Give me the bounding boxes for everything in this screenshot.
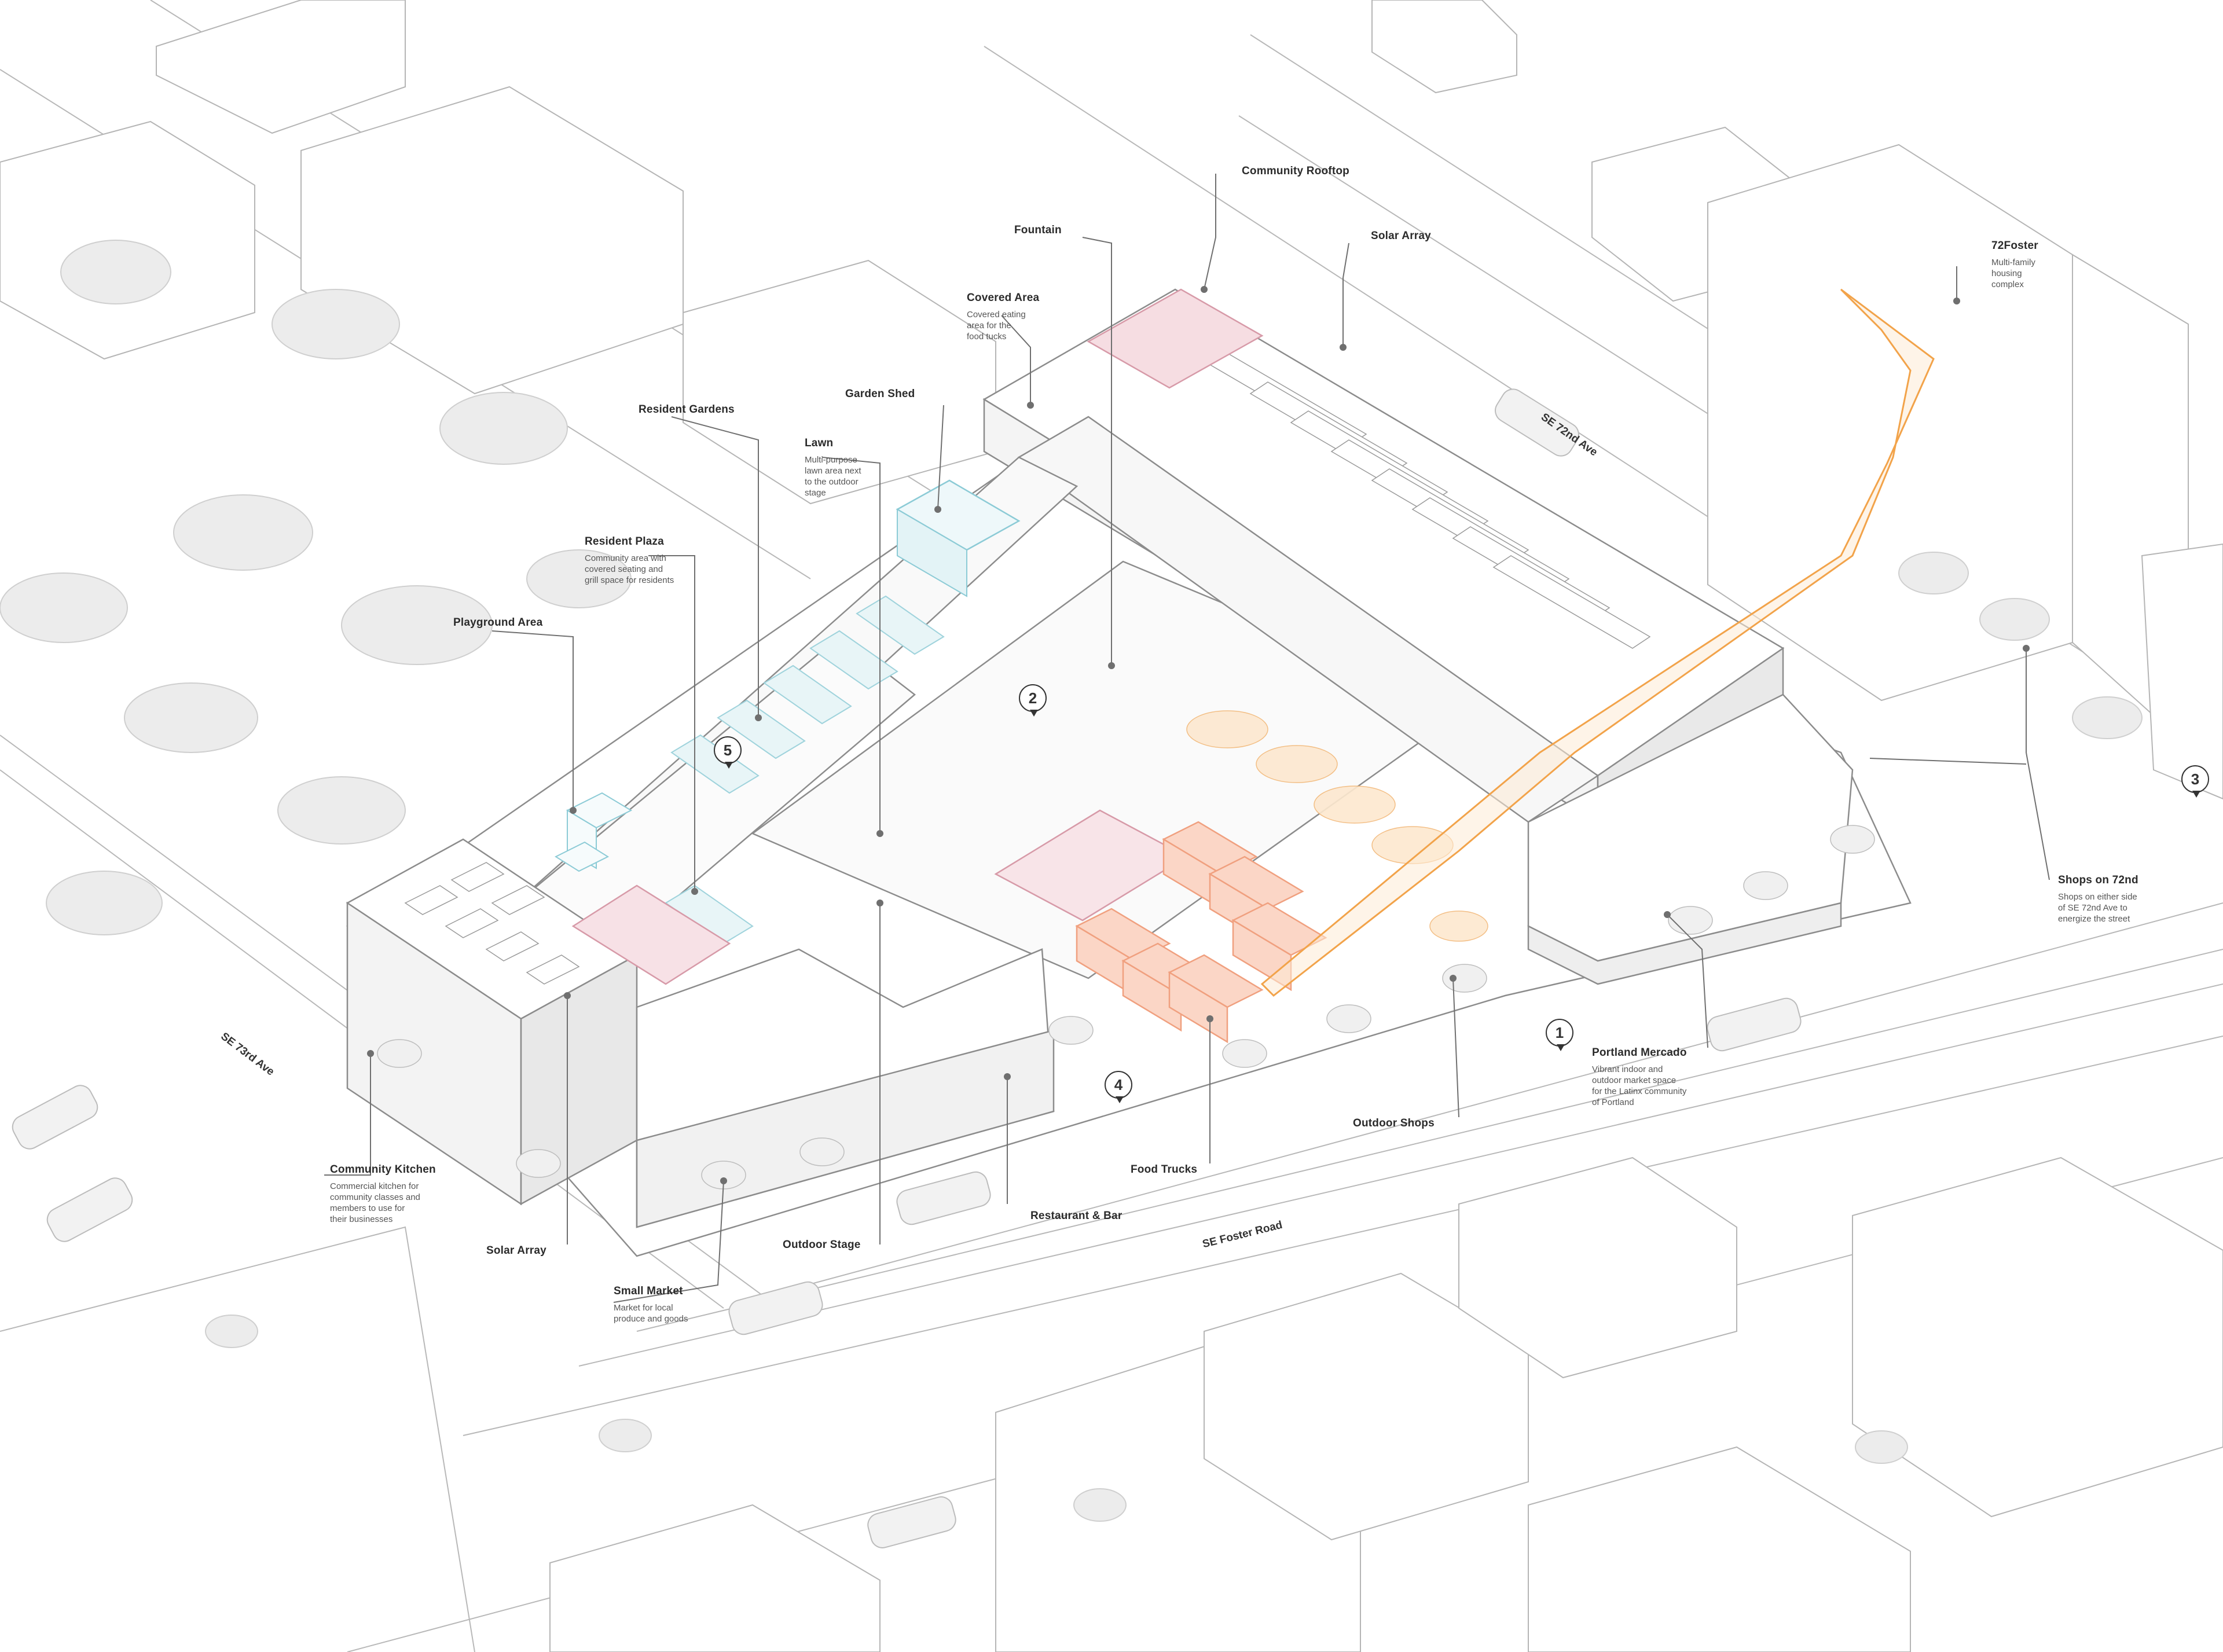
label-title: Food Trucks (1131, 1163, 1198, 1176)
playground-structure (554, 792, 633, 872)
label-food-trucks: Food Trucks (1131, 1163, 1197, 1176)
desc-line: lawn area next (805, 466, 861, 476)
label-desc: Covered eating area for the food tucks (967, 309, 1039, 342)
outdoor-shop-canopies (1186, 710, 1488, 942)
label-outdoor-stage: Outdoor Stage (783, 1239, 861, 1251)
label-restaurant-bar: Restaurant & Bar (1030, 1210, 1122, 1223)
desc-line: area for the (967, 321, 1011, 331)
desc-line: produce and goods (614, 1314, 688, 1324)
label-lawn: Lawn Multi-purpose lawn area next to the… (805, 437, 861, 498)
context-cars (12, 388, 1857, 1548)
desc-line: to the outdoor (805, 477, 859, 487)
desc-line: Covered eating (967, 310, 1026, 320)
desc-line: Vibrant indoor and (1592, 1064, 1663, 1074)
desc-line: covered seating and (585, 564, 663, 574)
label-title: Lawn (805, 437, 834, 449)
label-resident-plaza: Resident Plaza Community area with cover… (585, 535, 674, 586)
label-desc: Community area with covered seating and … (585, 553, 674, 586)
label-desc: Market for local produce and goods (614, 1302, 688, 1324)
desc-line: grill space for residents (585, 575, 674, 585)
resident-plaza-pergola (571, 884, 731, 985)
desc-line: Multi-family (1991, 258, 2035, 267)
marker-2: 2 (1019, 684, 1047, 717)
label-title: Portland Mercado (1592, 1047, 1687, 1059)
marker-3: 3 (2181, 765, 2209, 798)
label-small-market: Small Market Market for local produce an… (614, 1285, 688, 1324)
label-title: Resident Plaza (585, 535, 664, 548)
label-desc: Multi-family housing complex (1991, 257, 2038, 290)
desc-line: Commercial kitchen for (330, 1181, 419, 1191)
label-community-rooftop: Community Rooftop (1242, 165, 1349, 178)
leader-lines (324, 174, 2050, 1303)
label-title: 72Foster (1991, 240, 2038, 252)
label-solar-array-bottom: Solar Array (486, 1244, 546, 1257)
desc-line: Community area with (585, 553, 666, 563)
desc-line: for the Latinx community (1592, 1086, 1687, 1096)
resident-garden-beds (665, 595, 945, 945)
label-title: Outdoor Shops (1353, 1117, 1435, 1129)
label-title: Fountain (1014, 224, 1062, 236)
leader-dots (367, 286, 2030, 1184)
label-title: Garden Shed (845, 388, 915, 400)
desc-line: stage (805, 488, 826, 498)
desc-line: members to use for (330, 1203, 405, 1213)
label-desc: Commercial kitchen for community classes… (330, 1181, 436, 1225)
marker-1: 1 (1546, 1019, 1573, 1051)
label-resident-gardens: Resident Gardens (639, 403, 735, 416)
label-title: Shops on 72nd (2058, 874, 2138, 886)
label-garden-shed: Garden Shed (845, 388, 915, 401)
desc-line: of Portland (1592, 1097, 1634, 1107)
label-shops-on-72nd: Shops on 72nd Shops on either side of SE… (2058, 874, 2138, 924)
solar-array-sw (404, 862, 580, 985)
label-title: Covered Area (967, 292, 1040, 304)
desc-line: housing (1991, 269, 2022, 278)
desc-line: their businesses (330, 1214, 393, 1224)
label-title: Solar Array (486, 1244, 546, 1257)
label-playground-area: Playground Area (453, 616, 542, 629)
label-fountain: Fountain (1014, 224, 1062, 237)
label-title: Outdoor Stage (783, 1239, 861, 1251)
label-title: Restaurant & Bar (1030, 1210, 1122, 1222)
label-72foster: 72Foster Multi-family housing complex (1991, 240, 2038, 290)
garden-shed-walls (897, 508, 967, 597)
marker-4: 4 (1105, 1071, 1132, 1103)
desc-line: energize the street (2058, 914, 2130, 924)
label-portland-mercado: Portland Mercado Vibrant indoor and outd… (1592, 1047, 1687, 1108)
label-title: Community Kitchen (330, 1163, 436, 1176)
label-desc: Multi-purpose lawn area next to the outd… (805, 454, 861, 498)
label-title: Playground Area (453, 616, 543, 629)
street-trees (377, 825, 1875, 1190)
desc-line: Shops on either side (2058, 892, 2137, 902)
label-desc: Vibrant indoor and outdoor market space … (1592, 1064, 1687, 1108)
label-outdoor-shops: Outdoor Shops (1353, 1117, 1435, 1130)
label-title: Community Rooftop (1242, 165, 1349, 177)
desc-line: outdoor market space (1592, 1075, 1677, 1085)
label-solar-array-top: Solar Array (1371, 230, 1431, 243)
desc-line: community classes and (330, 1192, 420, 1202)
label-covered-area: Covered Area Covered eating area for the… (967, 292, 1039, 342)
marker-5: 5 (714, 736, 742, 769)
label-title: Small Market (614, 1285, 683, 1297)
label-desc: Shops on either side of SE 72nd Ave to e… (2058, 891, 2138, 924)
desc-line: complex (1991, 280, 2024, 289)
label-community-kitchen: Community Kitchen Commercial kitchen for… (330, 1163, 436, 1225)
food-trucks (1075, 821, 1327, 1044)
foster72-connection-path (1260, 288, 1935, 997)
desc-line: food tucks (967, 332, 1007, 342)
desc-line: of SE 72nd Ave to (2058, 903, 2127, 913)
label-title: Resident Gardens (639, 403, 735, 416)
context-trees (0, 240, 2143, 1522)
label-title: Solar Array (1371, 230, 1431, 242)
desc-line: Multi-purpose (805, 455, 857, 465)
desc-line: Market for local (614, 1303, 673, 1313)
